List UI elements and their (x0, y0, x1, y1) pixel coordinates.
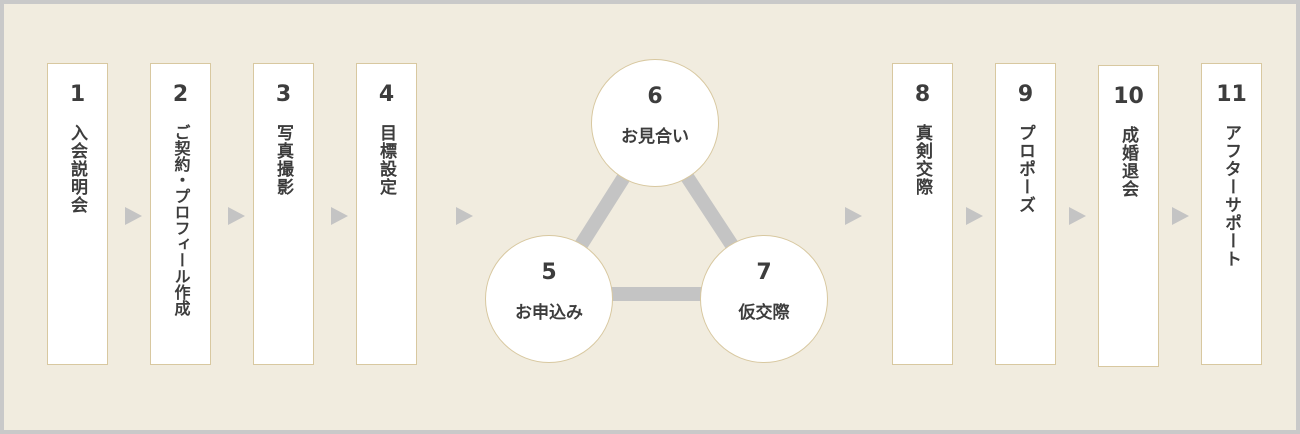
arrow-right-icon (125, 207, 142, 225)
step-7-circle: 7 仮交際 (700, 235, 828, 363)
arrow-right-icon (228, 207, 245, 225)
step-label: 写真撮影 (273, 124, 293, 196)
step-4-card: 4 目標設定 (356, 63, 417, 365)
step-number: 4 (378, 82, 395, 107)
step-label: 真剣交際 (912, 124, 932, 196)
step-1-card: 1 入会説明会 (47, 63, 108, 365)
step-label: アフターサポート (1221, 124, 1241, 268)
arrow-right-icon (456, 207, 473, 225)
step-number: 2 (172, 82, 189, 107)
step-number: 1 (69, 82, 86, 107)
step-8-card: 8 真剣交際 (892, 63, 953, 365)
step-label: お申込み (515, 303, 583, 323)
step-label: 仮交際 (738, 303, 790, 323)
arrow-right-icon (966, 207, 983, 225)
cycle-ring (543, 121, 771, 301)
arrow-right-icon (1069, 207, 1086, 225)
step-6-circle: 6 お見合い (591, 59, 719, 187)
step-label: 成婚退会 (1118, 126, 1138, 198)
step-label: ご契約・プロフィール作成 (171, 124, 191, 316)
step-11-card: 11 アフターサポート (1201, 63, 1262, 365)
step-number: 6 (647, 84, 663, 109)
step-label: 入会説明会 (67, 124, 87, 214)
arrow-right-icon (1172, 207, 1189, 225)
step-label: プロポーズ (1015, 124, 1035, 214)
step-number: 5 (541, 260, 557, 285)
step-3-card: 3 写真撮影 (253, 63, 314, 365)
step-10-card: 10 成婚退会 (1098, 65, 1159, 367)
step-5-circle: 5 お申込み (485, 235, 613, 363)
step-label: 目標設定 (376, 124, 396, 196)
flow-diagram: 1 入会説明会 2 ご契約・プロフィール作成 3 写真撮影 4 目標設定 6 お… (4, 4, 1296, 430)
arrow-right-icon (331, 207, 348, 225)
step-2-card: 2 ご契約・プロフィール作成 (150, 63, 211, 365)
step-number: 11 (1216, 82, 1247, 107)
step-number: 8 (914, 82, 931, 107)
step-number: 9 (1017, 82, 1034, 107)
step-label: お見合い (621, 127, 689, 147)
step-9-card: 9 プロポーズ (995, 63, 1056, 365)
step-number: 7 (756, 260, 772, 285)
arrow-right-icon (845, 207, 862, 225)
step-number: 3 (275, 82, 292, 107)
step-number: 10 (1113, 84, 1144, 109)
